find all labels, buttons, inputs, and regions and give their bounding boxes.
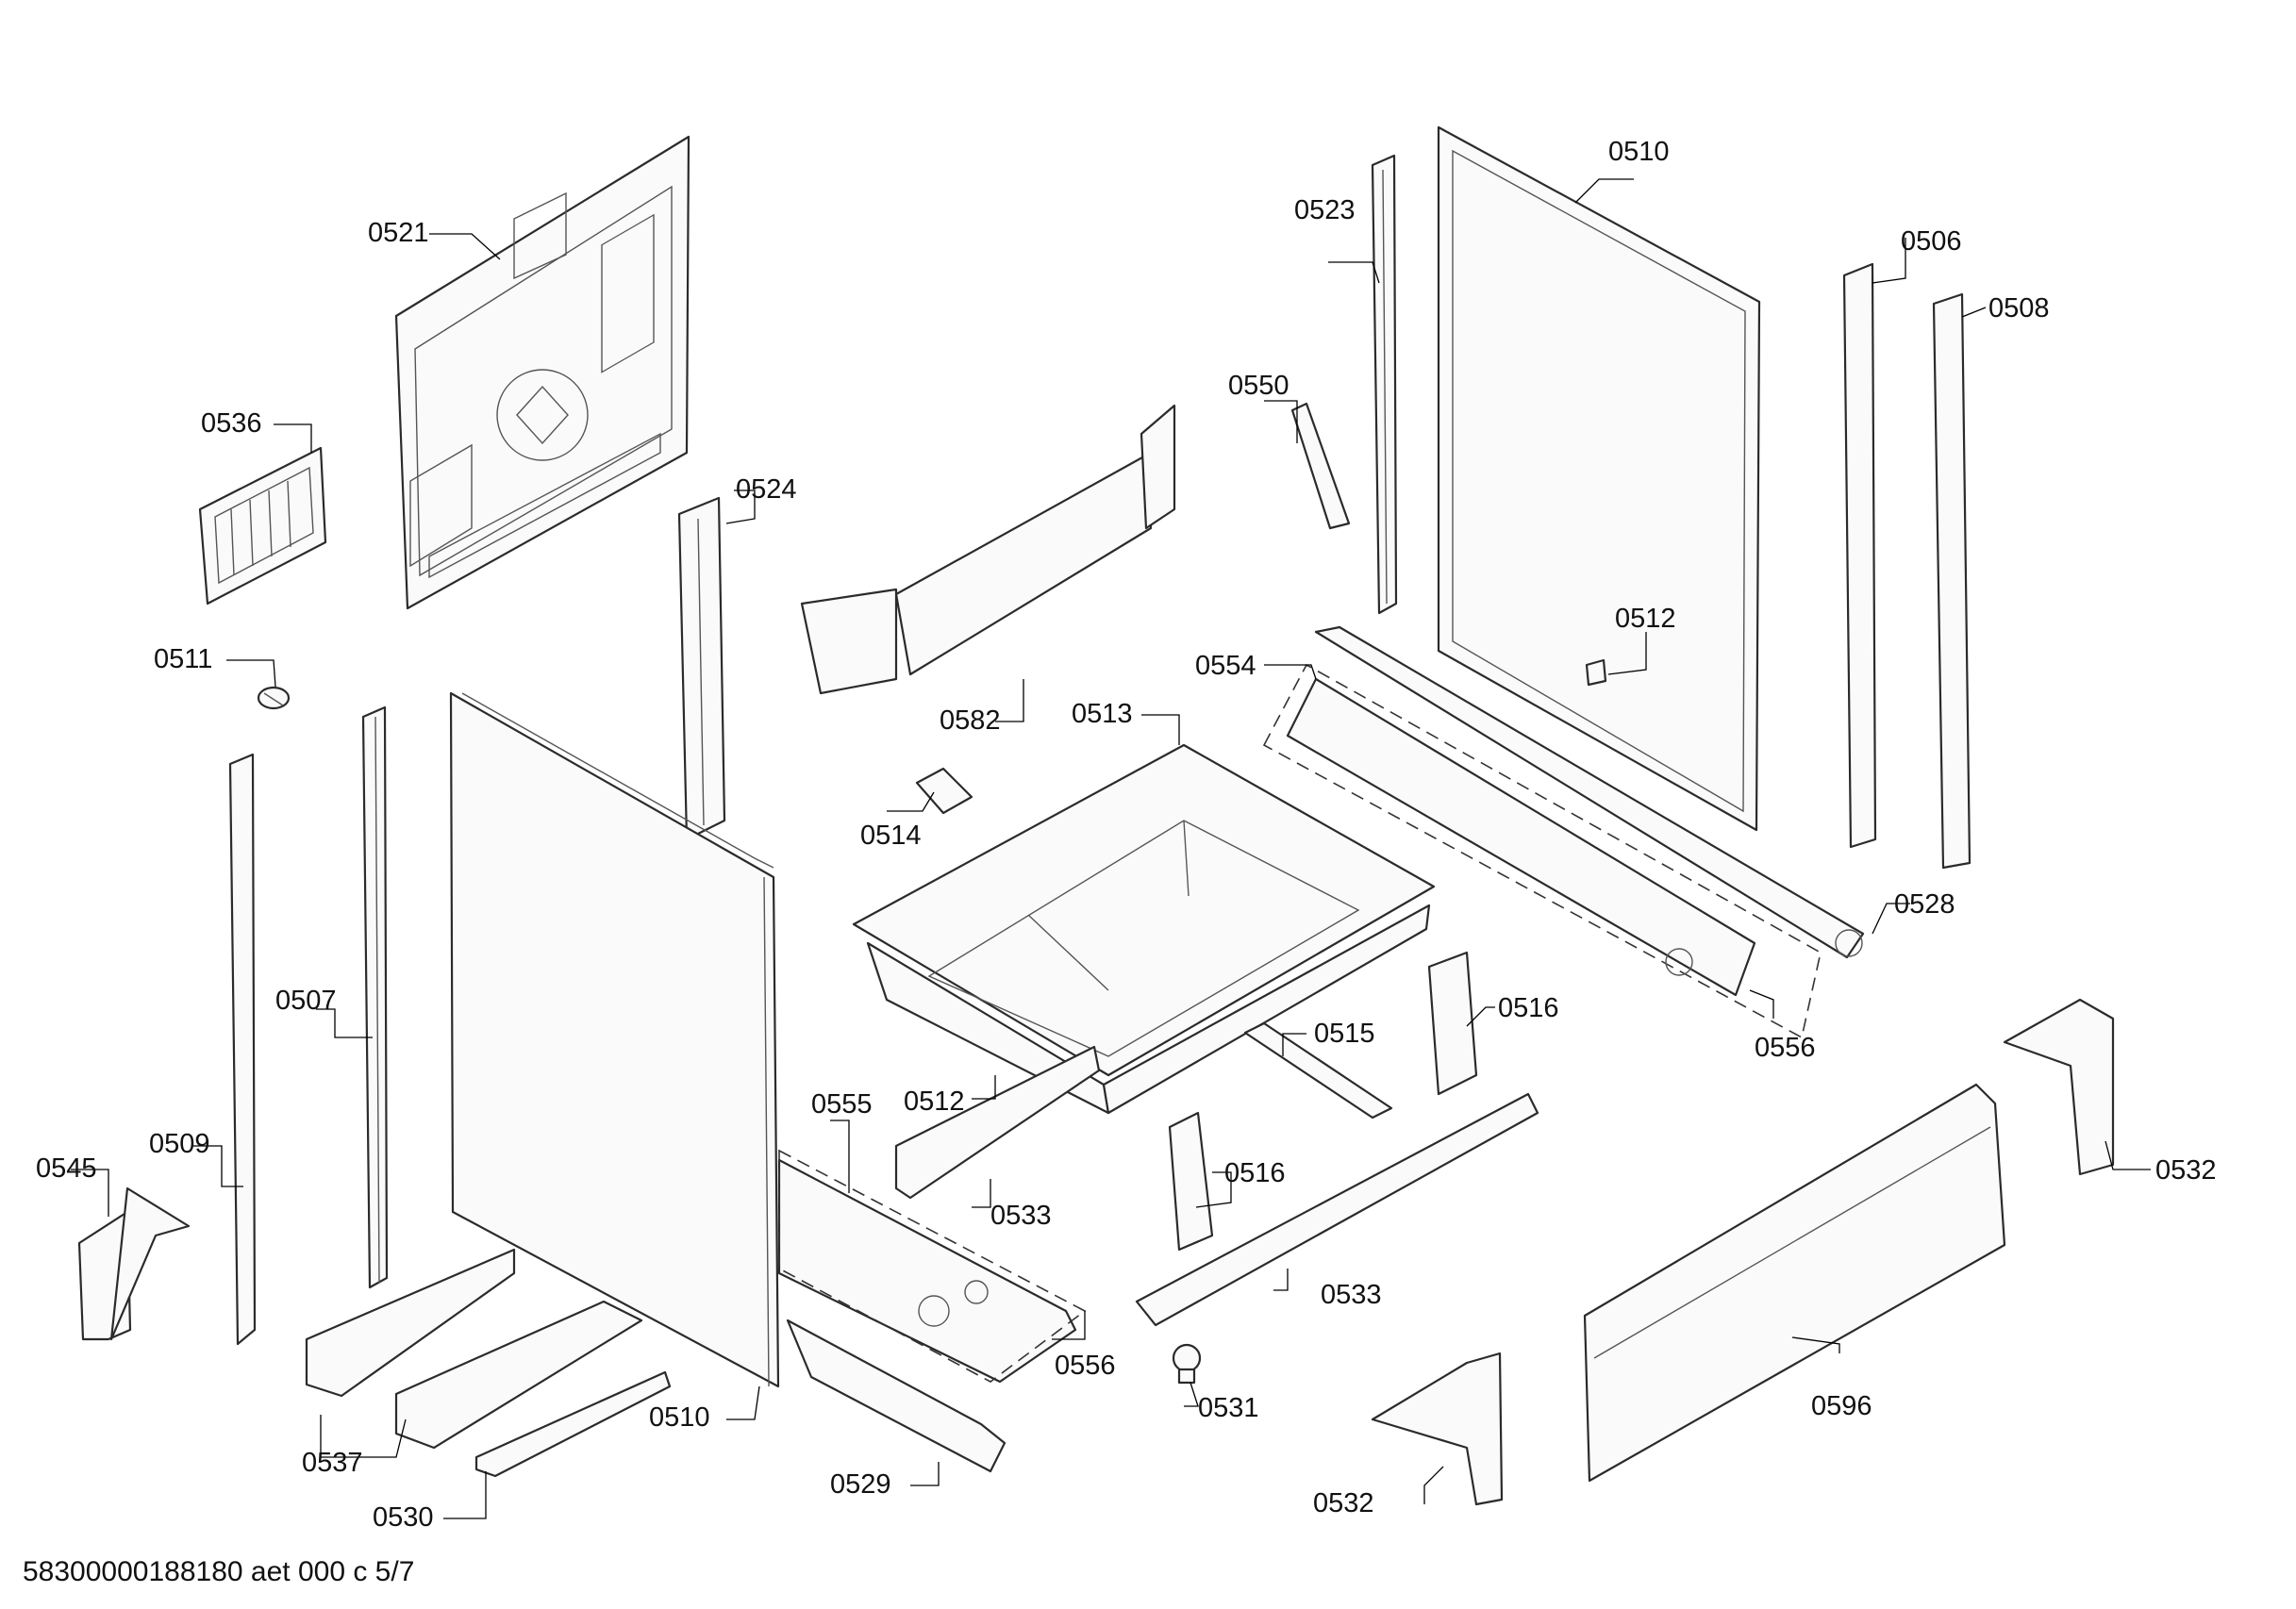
callout-0532-bottom: 0532 (1313, 1488, 1374, 1518)
callout-0556-right: 0556 (1755, 1033, 1816, 1063)
part-0596-front-panel (1583, 1083, 2006, 1483)
part-0516-bracket-a (1427, 951, 1478, 1096)
callout-0506: 0506 (1901, 226, 1962, 257)
callout-0530: 0530 (373, 1502, 434, 1533)
callout-0511: 0511 (154, 644, 212, 674)
part-0533-rail-b (1135, 1092, 1539, 1327)
callout-0512-lower: 0512 (904, 1086, 965, 1117)
part-0537-base-profiles (305, 1248, 672, 1478)
callout-0536: 0536 (201, 408, 262, 439)
part-0510-right-side-panel (1437, 125, 1761, 832)
part-0511-clip (257, 686, 291, 710)
part-0508-rail (1932, 292, 1972, 870)
part-0554-right-lower-frame (1262, 625, 1865, 1039)
part-0506-rail (1842, 262, 1877, 849)
callout-0510-right: 0510 (1608, 137, 1670, 167)
callout-0532-right: 0532 (2155, 1155, 2217, 1186)
callout-0515: 0515 (1314, 1019, 1375, 1049)
document-code: 58300000188180 aet 000 c 5/7 (23, 1556, 415, 1587)
part-0545-bracket (77, 1186, 191, 1341)
callout-0510-left: 0510 (649, 1402, 710, 1433)
callout-0513: 0513 (1072, 699, 1133, 729)
part-0512-upper-clip (1585, 658, 1607, 687)
part-0550-bracket (1290, 402, 1351, 530)
part-0509-strip (228, 753, 257, 1346)
callout-0516-upper: 0516 (1498, 993, 1559, 1023)
part-0516-bracket-b (1168, 1111, 1214, 1252)
callout-0523: 0523 (1294, 195, 1356, 225)
part-0582-cross-member (800, 404, 1176, 695)
part-0532-bracket-a (2003, 998, 2115, 1176)
callout-0521: 0521 (368, 218, 429, 248)
part-0510-left-side-panel (449, 691, 780, 1388)
callout-0537: 0537 (302, 1448, 363, 1478)
callout-0524: 0524 (736, 474, 797, 505)
callout-0555: 0555 (811, 1089, 873, 1120)
part-0532-bracket-b (1371, 1352, 1504, 1506)
leader-lines (71, 178, 2151, 1519)
callout-0596: 0596 (1811, 1391, 1872, 1421)
callout-0582: 0582 (940, 705, 1001, 736)
callout-0512-upper: 0512 (1615, 604, 1676, 634)
part-0514-clip (915, 767, 973, 815)
callout-0545: 0545 (36, 1153, 97, 1184)
callout-0533-left: 0533 (990, 1201, 1052, 1231)
part-0529-lower-frame (777, 1149, 1087, 1473)
callout-0554: 0554 (1195, 651, 1256, 681)
part-0536-grille (198, 446, 327, 605)
callout-0533-right: 0533 (1321, 1280, 1382, 1310)
part-0523-rail (1371, 154, 1398, 615)
callout-0516-lower: 0516 (1224, 1158, 1286, 1188)
callout-0529: 0529 (830, 1469, 891, 1500)
part-0507-rail (361, 705, 389, 1289)
callout-0531: 0531 (1198, 1393, 1259, 1423)
callout-0550: 0550 (1228, 371, 1289, 401)
callout-0509: 0509 (149, 1129, 210, 1159)
part-0521-back-panel (394, 135, 690, 610)
callout-0507: 0507 (275, 986, 337, 1016)
part-0531-foot (1172, 1343, 1202, 1385)
callout-0508: 0508 (1988, 293, 2050, 323)
callout-0528: 0528 (1894, 889, 1955, 920)
callout-0556-left: 0556 (1055, 1351, 1116, 1381)
part-0515-guide (1243, 1021, 1393, 1120)
callout-0514: 0514 (860, 821, 922, 851)
part-0524-rail (677, 496, 726, 841)
part-0533-rail-a (894, 1045, 1101, 1200)
